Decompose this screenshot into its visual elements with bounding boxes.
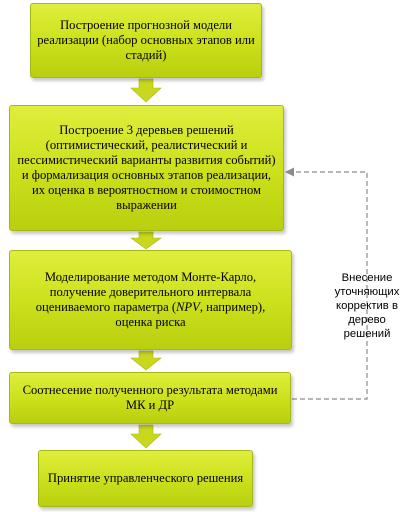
down-arrow-3 xyxy=(130,350,162,371)
step-text-3-after: , например), оценка риска xyxy=(115,300,266,329)
feedback-dashed-line xyxy=(292,171,368,400)
step-text-2: Построение 3 деревьев решений (оптимисти… xyxy=(17,123,276,212)
feedback-label: Внесение уточняющих корректив в дерево р… xyxy=(334,272,400,340)
step-box-4: Соотнесение полученного результата метод… xyxy=(9,372,291,424)
step-text-3: Моделирование методом Монте-Карло, получ… xyxy=(16,270,285,330)
step-text-4: Соотнесение полученного результата метод… xyxy=(22,383,278,412)
down-arrow-2 xyxy=(130,231,162,250)
step-text-3-before: Моделирование методом Монте-Карло, получ… xyxy=(35,270,257,314)
step-box-3: Моделирование методом Монте-Карло, получ… xyxy=(9,250,292,350)
step-text-3-npv: NPV xyxy=(176,300,200,314)
step-box-1: Построение прогнозной модели реализации … xyxy=(30,3,262,78)
step-box-5: Принятие управленческого решения xyxy=(38,450,253,507)
step-text-1: Построение прогнозной модели реализации … xyxy=(37,18,255,62)
step-box-2: Построение 3 деревьев решений (оптимисти… xyxy=(9,105,284,231)
down-arrow-4 xyxy=(130,424,162,449)
down-arrow-1 xyxy=(130,78,162,103)
step-text-5: Принятие управленческого решения xyxy=(47,471,244,485)
feedback-arrowhead xyxy=(285,167,294,177)
